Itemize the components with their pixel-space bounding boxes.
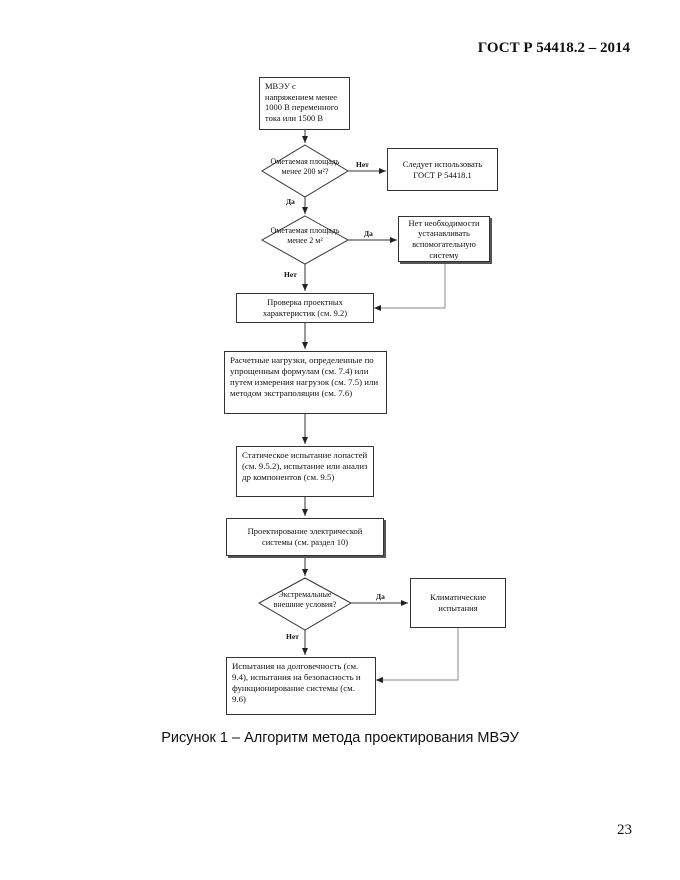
gost-reference-text: Следует использовать ГОСТ Р 54418.1 bbox=[402, 158, 483, 180]
no-aux-system-text: Нет необходимости устанавливать вспомога… bbox=[408, 217, 480, 260]
start-box-text: МВЭУ с напряжением менее 1000 В переменн… bbox=[265, 81, 339, 123]
decision3-yes-label: Да bbox=[376, 592, 385, 601]
no-aux-system-box: Нет необходимости устанавливать вспомога… bbox=[398, 216, 490, 262]
static-test-text: Статическое испытание лопастей (см. 9.5.… bbox=[242, 450, 368, 482]
decision3-no-label: Нет bbox=[286, 632, 299, 641]
durability-safety-box: Испытания на долговечность (см. 9.4), ис… bbox=[226, 657, 376, 715]
electrical-design-box: Проектирование электрической системы (см… bbox=[226, 518, 384, 556]
gost-reference-box: Следует использовать ГОСТ Р 54418.1 bbox=[387, 148, 498, 191]
decision-extreme-conditions-text: Экстремальные внешние условия? bbox=[273, 590, 337, 609]
decision1-yes-label: Да bbox=[286, 197, 295, 206]
figure-caption: Рисунок 1 – Алгоритм метода проектирован… bbox=[161, 730, 519, 746]
decision-extreme-conditions: Экстремальные внешние условия? bbox=[272, 590, 338, 609]
page-number: 23 bbox=[617, 822, 632, 838]
standard-header: ГОСТ Р 54418.2 – 2014 bbox=[477, 40, 630, 56]
decision-swept-area-200-text: Ометаемая площадь менее 200 м²? bbox=[270, 157, 340, 176]
decision2-no-label: Нет bbox=[284, 270, 297, 279]
decision1-no-label: Нет bbox=[356, 160, 369, 169]
electrical-design-text: Проектирование электрической системы (см… bbox=[247, 526, 363, 547]
design-check-text: Проверка проектных характеристик (см. 9.… bbox=[262, 297, 348, 318]
design-loads-text: Расчетные нагрузки, определенные по упро… bbox=[230, 355, 379, 398]
decision-swept-area-2-text: Ометаемая площадь менее 2 м² bbox=[270, 226, 340, 245]
climate-test-box: Климатические испытания bbox=[410, 578, 506, 628]
climate-test-text: Климатические испытания bbox=[429, 592, 487, 613]
design-loads-box: Расчетные нагрузки, определенные по упро… bbox=[224, 351, 387, 414]
decision-swept-area-2: Ометаемая площадь менее 2 м² bbox=[270, 226, 340, 245]
decision2-yes-label: Да bbox=[364, 229, 373, 238]
start-box: МВЭУ с напряжением менее 1000 В переменн… bbox=[259, 77, 350, 130]
durability-safety-text: Испытания на долговечность (см. 9.4), ис… bbox=[232, 661, 361, 704]
static-test-box: Статическое испытание лопастей (см. 9.5.… bbox=[236, 446, 374, 497]
design-check-box: Проверка проектных характеристик (см. 9.… bbox=[236, 293, 374, 323]
decision-swept-area-200: Ометаемая площадь менее 200 м²? bbox=[270, 157, 340, 176]
